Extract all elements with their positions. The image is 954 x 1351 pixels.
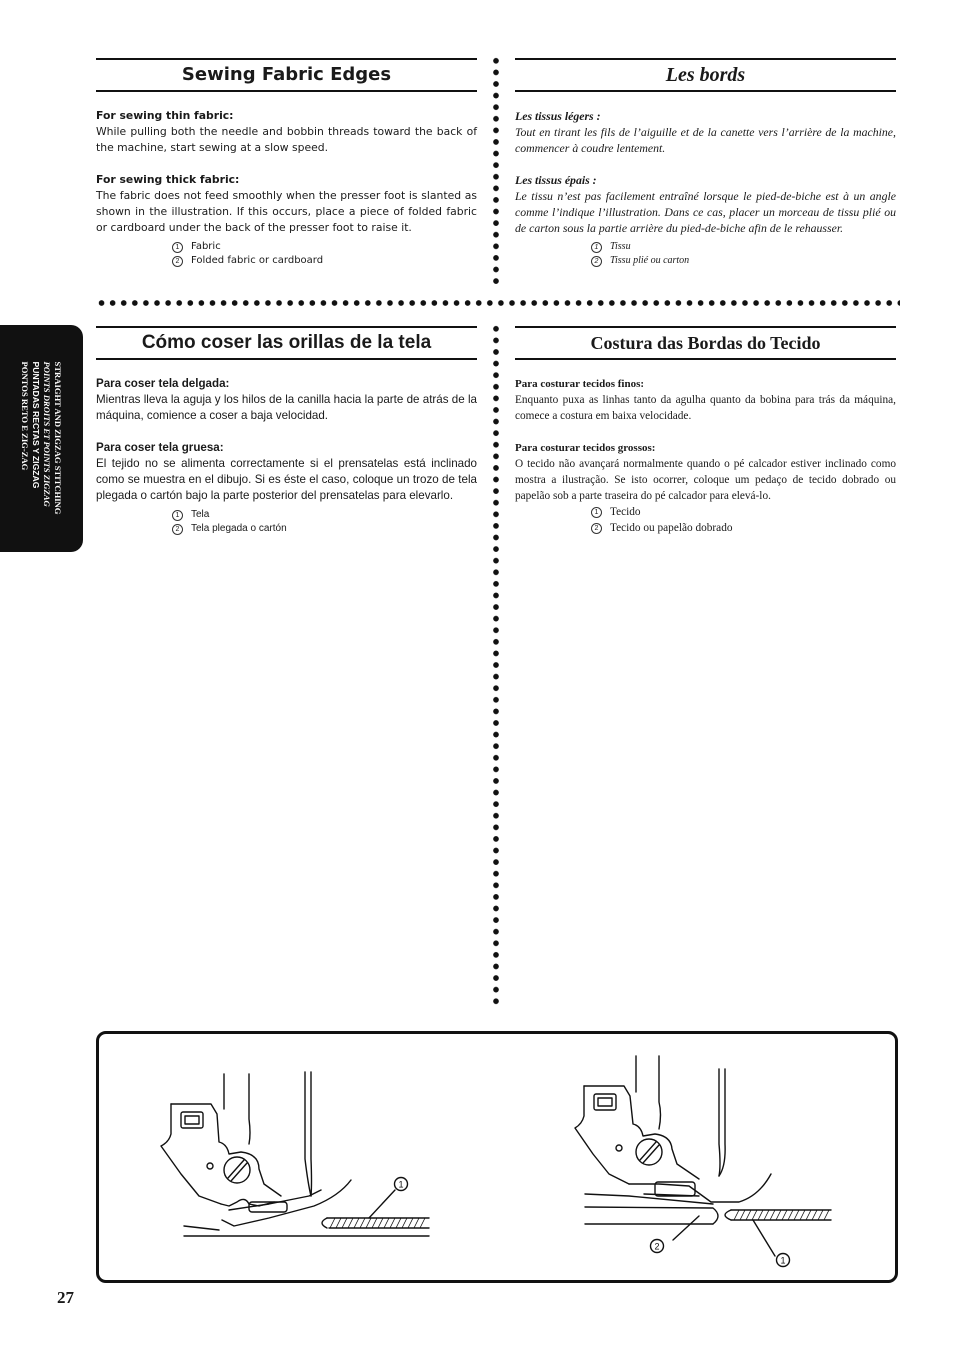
- paragraph-thick: O tecido não avançará normalmente quando…: [515, 458, 896, 502]
- illustration-frame: 1: [96, 1031, 898, 1283]
- slanted-foot-figure: [160, 1071, 430, 1237]
- paragraph-thin: Mientras lleva la aguja y los hilos de l…: [96, 393, 477, 422]
- callout-1-right: 1: [780, 1256, 785, 1266]
- section-english: Sewing Fabric Edges For sewing thin fabr…: [96, 58, 477, 268]
- paragraph-thick: The fabric does not feed smoothly when t…: [96, 189, 477, 234]
- callout-1-left: 1: [398, 1180, 403, 1190]
- paragraph-thick: Le tissu n’est pas facilement entraîné l…: [515, 189, 896, 235]
- section-french: Les bords Les tissus légers : Tout en ti…: [515, 58, 896, 268]
- dot-divider-top: [493, 55, 499, 285]
- section-title: Sewing Fabric Edges: [96, 58, 477, 92]
- section-title: Cómo coser las orillas de la tela: [96, 326, 477, 360]
- subheading-thin: Para coser tela delgada:: [96, 377, 230, 390]
- subheading-thick: Para costurar tecidos grossos:: [515, 442, 656, 454]
- page-number: 27: [57, 1288, 74, 1307]
- chapter-side-tab-text: STRAIGHT AND ZIGZAG STITCHING POINTS DRO…: [20, 361, 63, 515]
- presser-foot-illustration: 1: [160, 1055, 832, 1268]
- dot-divider-horizontal: [96, 300, 900, 306]
- paragraph-thin: Enquanto puxa as linhas tanto da agulha …: [515, 394, 896, 422]
- subheading-thin: For sewing thin fabric:: [96, 109, 234, 122]
- callout-2-right: 2: [654, 1242, 659, 1252]
- paragraph-thin: Tout en tirant les fils de l’aiguille et…: [515, 125, 896, 155]
- section-title: Costura das Bordas do Tecido: [515, 326, 896, 360]
- subheading-thin: Para costurar tecidos finos:: [515, 378, 645, 390]
- subheading-thick: Para coser tela gruesa:: [96, 441, 224, 454]
- section-spanish: Cómo coser las orillas de la tela Para c…: [96, 326, 477, 536]
- section-portuguese: Costura das Bordas do Tecido Para costur…: [515, 326, 896, 536]
- subheading-thick: For sewing thick fabric:: [96, 173, 240, 186]
- paragraph-thick: El tejido no se alimenta correctamente s…: [96, 457, 477, 502]
- dot-divider-bottom: [493, 323, 499, 1006]
- subheading-thick: Les tissus épais :: [515, 173, 597, 187]
- chapter-side-tab: [0, 325, 83, 552]
- section-title: Les bords: [515, 58, 896, 92]
- raised-foot-figure: [574, 1055, 832, 1268]
- paragraph-thin: While pulling both the needle and bobbin…: [96, 125, 477, 154]
- subheading-thin: Les tissus légers :: [515, 109, 601, 123]
